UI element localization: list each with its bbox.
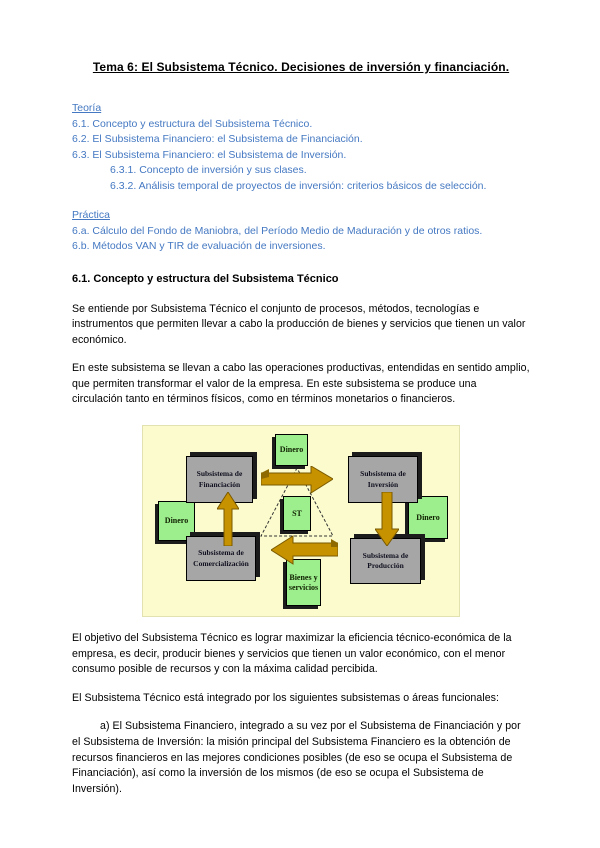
money-flow-arrow-up-icon: [217, 492, 239, 547]
section-heading: 6.1. Concepto y estructura del Subsistem…: [72, 272, 339, 285]
subsistema-produccion-box: Subsistema de Producción: [350, 538, 421, 585]
comercializacion-label: Subsistema de Comercialización: [193, 548, 249, 568]
practica-link[interactable]: Práctica: [72, 209, 110, 221]
money-flow-arrow-down-icon: [375, 492, 399, 547]
toc-item-6-b[interactable]: 6.b. Métodos VAN y TIR de evaluación de …: [72, 240, 326, 252]
dinero-top-label: Dinero: [279, 445, 304, 455]
st-box: ST: [283, 496, 311, 532]
dinero-left-label: Dinero: [164, 516, 189, 526]
teoria-link[interactable]: Teoría: [72, 102, 102, 114]
subsistema-tecnico-diagram: Dinero Dinero Subsistema de Financiación…: [142, 425, 460, 618]
paragraph-objective: El objetivo del Subsistema Técnico es lo…: [72, 632, 512, 676]
paragraph-integration: El Subsistema Técnico está integrado por…: [72, 691, 500, 704]
st-label: ST: [292, 508, 302, 518]
bienes-label: Bienes y servicios: [288, 572, 319, 592]
money-flow-arrow-right-icon: [261, 466, 333, 494]
inversion-label: Subsistema de Inversión: [360, 469, 406, 489]
toc-item-6-2[interactable]: 6.2. El Subsistema Financiero: el Subsis…: [72, 133, 363, 145]
paragraph-definition: Se entiende por Subsistema Técnico el co…: [72, 302, 526, 346]
produccion-label: Subsistema de Producción: [362, 550, 409, 571]
dinero-box-top: Dinero: [275, 434, 308, 467]
financiacion-label: Subsistema de Financiación: [196, 469, 243, 489]
page-title: Tema 6: El Subsistema Técnico. Decisione…: [92, 60, 510, 74]
practica-section: Práctica 6.a. Cálculo del Fondo de Manio…: [72, 205, 530, 255]
goods-flow-arrow-left-icon: [271, 535, 338, 565]
dinero-box-right: Dinero: [408, 496, 448, 540]
paragraph-financiero: a) El Subsistema Financiero, integrado a…: [72, 720, 521, 795]
toc-item-6-3-1[interactable]: 6.3.1. Concepto de inversión y sus clase…: [110, 164, 307, 176]
toc-item-6-3-2[interactable]: 6.3.2. Análisis temporal de proyectos de…: [110, 179, 487, 192]
subsistema-financiacion-box: Subsistema de Financiación: [186, 456, 253, 504]
paragraph-operations: En este subsistema se llevan a cabo las …: [72, 362, 530, 406]
toc-item-6-a[interactable]: 6.a. Cálculo del Fondo de Maniobra, del …: [72, 224, 483, 237]
dinero-right-label: Dinero: [416, 512, 440, 522]
toc-item-6-3[interactable]: 6.3. El Subsistema Financiero: el Subsis…: [72, 148, 347, 161]
bienes-servicios-box: Bienes y servicios: [286, 559, 321, 607]
dinero-box-left: Dinero: [158, 501, 195, 542]
document-page: Tema 6: El Subsistema Técnico. Decisione…: [72, 60, 530, 795]
toc-item-6-1[interactable]: 6.1. Concepto y estructura del Subsistem…: [72, 117, 313, 130]
teoria-section: Teoría 6.1. Concepto y estructura del Su…: [72, 98, 530, 194]
subsistema-comercializacion-box: Subsistema de Comercialización: [186, 536, 256, 582]
st-triangle-outline: [260, 466, 334, 537]
